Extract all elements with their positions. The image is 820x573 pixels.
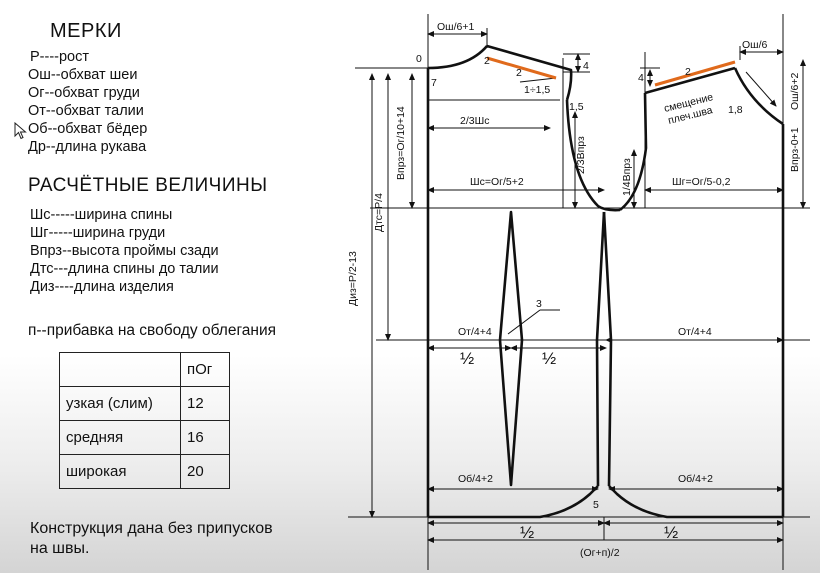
drawing-labels: Ош/6+1 Ош/6 0 7 2 2 2 4 4 1÷1,5 1,5 1,8 … bbox=[347, 21, 801, 559]
allowance-title: п--прибавка на свободу облегания bbox=[28, 322, 276, 339]
table-row: узкая (слим) 12 bbox=[59, 386, 230, 421]
label-four-front: 4 bbox=[638, 72, 644, 84]
table-cell: 16 bbox=[180, 420, 230, 455]
half-labels: ½ ½ ½ ½ bbox=[460, 349, 678, 542]
label-two-thirds-vprz: 2/3Впрз bbox=[575, 136, 587, 174]
mouse-cursor-icon bbox=[14, 122, 27, 140]
calculated-item: Диз----длина изделия bbox=[30, 279, 174, 295]
label-three: 3 bbox=[536, 298, 542, 310]
label-half: ½ bbox=[460, 349, 474, 368]
allowance-table: пОг узкая (слим) 12 средняя 16 широкая 2… bbox=[59, 352, 230, 489]
calculated-item: Дтс---длина спины до талии bbox=[30, 261, 219, 277]
label-two-back: 2 bbox=[516, 67, 522, 79]
measurement-item: Р----рост bbox=[30, 49, 90, 65]
label-two-small: 2 bbox=[484, 55, 490, 67]
measurement-item: Ош--обхват шеи bbox=[28, 67, 138, 83]
pattern-outline bbox=[426, 44, 785, 519]
label-hip-back: Об/4+2 bbox=[458, 473, 493, 485]
label-zero: 0 bbox=[416, 53, 422, 65]
measurement-item: Ог--обхват груди bbox=[28, 85, 140, 101]
note-line-1: Конструкция дана без припусков bbox=[30, 520, 273, 537]
label-seven: 7 bbox=[431, 77, 437, 89]
label-half: ½ bbox=[542, 349, 556, 368]
label-half: ½ bbox=[520, 523, 534, 542]
calculated-item: Шс-----ширина спины bbox=[30, 207, 173, 223]
table-cell: средняя bbox=[59, 420, 181, 455]
table-cell: 12 bbox=[180, 386, 230, 421]
table-cell: 20 bbox=[180, 454, 230, 489]
table-cell: широкая bbox=[59, 454, 181, 489]
construction-lines bbox=[348, 14, 810, 570]
label-half: ½ bbox=[664, 523, 678, 542]
label-two-front: 2 bbox=[685, 66, 691, 78]
label-shg-formula: Шг=Ог/5-0,2 bbox=[672, 176, 731, 188]
table-cell: узкая (слим) bbox=[59, 386, 181, 421]
calculated-item: Шг-----ширина груди bbox=[30, 225, 166, 241]
label-one-five: 1,5 bbox=[569, 101, 584, 113]
measurement-item: Об--обхват бёдер bbox=[28, 121, 148, 137]
calculated-title: РАСЧЁТНЫЕ ВЕЛИЧИНЫ bbox=[28, 175, 268, 196]
label-neck-front: Ош/6 bbox=[742, 39, 768, 51]
label-vprz-front: Впрз-0+1 bbox=[789, 127, 801, 172]
table-row: пОг bbox=[59, 352, 230, 387]
label-four-back: 4 bbox=[583, 60, 589, 72]
measurement-item: От--обхват талии bbox=[28, 103, 144, 119]
note-line-2: на швы. bbox=[30, 540, 90, 557]
accent-lines bbox=[486, 56, 736, 87]
calculated-item: Впрз--высота проймы сзади bbox=[30, 243, 219, 259]
table-row: широкая 20 bbox=[59, 454, 230, 489]
label-neck-back: Ош/6+1 bbox=[437, 21, 474, 33]
table-row: средняя 16 bbox=[59, 420, 230, 455]
label-one-to-one-five: 1÷1,5 bbox=[524, 84, 550, 96]
label-vprz-formula: Впрз=Ог/10+14 bbox=[395, 106, 407, 180]
measurements-title: МЕРКИ bbox=[50, 20, 122, 42]
label-waist-back: От/4+4 bbox=[458, 326, 492, 338]
label-diz-formula: Диз=Р/2-13 bbox=[347, 251, 359, 306]
label-neck-depth-front: Ош/6+2 bbox=[789, 73, 801, 110]
label-hip-front: Об/4+2 bbox=[678, 473, 713, 485]
label-dts-formula: Дтс=Р/4 bbox=[373, 193, 385, 232]
table-cell bbox=[59, 352, 181, 387]
label-shs-formula: Шс=Ог/5+2 bbox=[470, 176, 524, 188]
label-five: 5 bbox=[593, 499, 599, 511]
measurement-item: Др--длина рукава bbox=[28, 139, 147, 155]
label-waist-front: От/4+4 bbox=[678, 326, 712, 338]
label-total-width: (Ог+п)/2 bbox=[580, 547, 620, 559]
label-one-eight: 1,8 bbox=[728, 104, 743, 116]
label-two-thirds-shs: 2/3Шс bbox=[460, 115, 489, 127]
label-quarter-vprz: 1/4Впрз bbox=[621, 158, 633, 196]
